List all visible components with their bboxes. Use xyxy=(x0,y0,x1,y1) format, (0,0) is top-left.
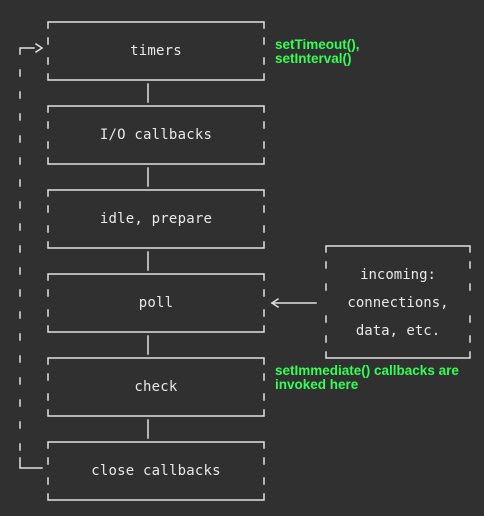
phase-label-timers: timers xyxy=(130,43,182,59)
phase-box-idle-prepare xyxy=(47,189,265,249)
phase-label-close-callbacks: close callbacks xyxy=(91,463,221,479)
incoming-box xyxy=(325,245,471,359)
timers-note-line-1: setTimeout(), xyxy=(275,37,360,52)
phase-box-io-callbacks xyxy=(47,105,265,165)
phase-label-poll: poll xyxy=(138,295,174,311)
phase-label-check: check xyxy=(134,379,178,395)
timers-note-line-2: setInterval() xyxy=(275,51,352,66)
phase-label-io-callbacks: I/O callbacks xyxy=(99,127,213,143)
incoming-line-1: incoming: xyxy=(360,267,436,283)
incoming-arrow xyxy=(270,297,317,309)
phase-box-check xyxy=(47,357,265,417)
incoming-line-2: connections, xyxy=(347,295,449,311)
phase-box-poll xyxy=(47,273,265,333)
loop-back-arrow xyxy=(19,42,44,469)
check-note-line-2: invoked here xyxy=(275,377,359,392)
phase-label-idle-prepare: idle, prepare xyxy=(99,211,213,227)
phase-box-timers xyxy=(47,21,265,81)
phase-box-close-callbacks xyxy=(47,441,265,501)
check-note-line-1: setImmediate() callbacks are xyxy=(275,363,459,378)
incoming-line-3: data, etc. xyxy=(355,323,441,339)
